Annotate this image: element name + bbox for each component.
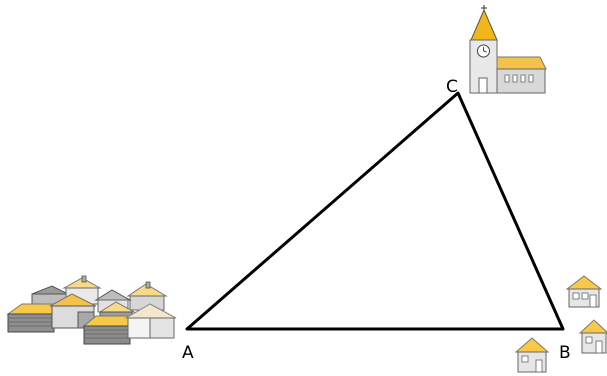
village-house-front-1 [82, 315, 133, 345]
village-icon [6, 275, 177, 345]
house-icon-b-left [514, 337, 550, 373]
vertex-label-a: A [182, 343, 194, 363]
village-house-front-2 [124, 303, 177, 339]
house-icon-b-right [578, 319, 607, 354]
house-icon-b-top [565, 275, 603, 308]
vertex-label-c: C [446, 77, 458, 97]
triangle-abc [185, 91, 565, 331]
vertex-label-b: B [559, 343, 571, 363]
church-icon [469, 5, 547, 94]
village-house-mid-1 [6, 303, 57, 333]
village-house-mid-2 [49, 293, 97, 329]
